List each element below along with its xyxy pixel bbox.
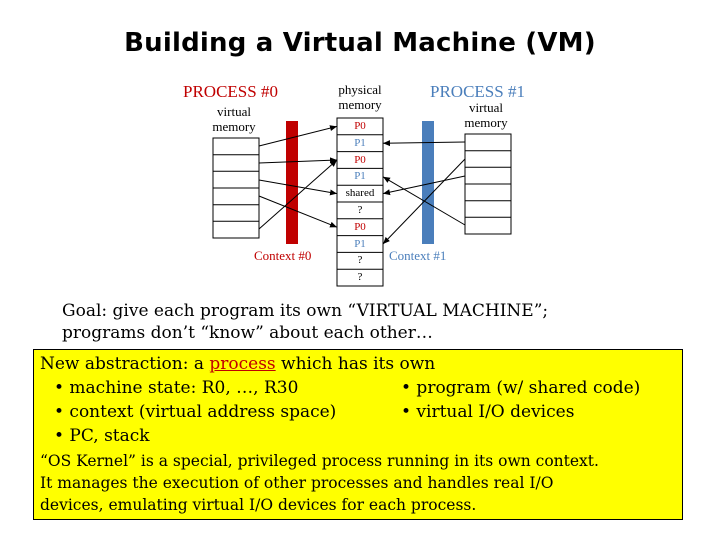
process0-label: PROCESS #0 bbox=[183, 82, 278, 101]
map-arrow-p1-c bbox=[382, 176, 466, 226]
goal-line-2: programs don’t “know” about each other… bbox=[62, 323, 433, 343]
diagram-canvas bbox=[212, 117, 512, 287]
physical-cell: ? bbox=[357, 271, 363, 284]
process0-virtual-memory bbox=[212, 137, 260, 239]
map-arrow-p0-b bbox=[258, 157, 338, 164]
physical-cell: P1 bbox=[354, 170, 366, 183]
process1-virtual-memory bbox=[464, 133, 512, 235]
map-arrow-p0-a bbox=[258, 125, 338, 147]
physical-memory-column bbox=[336, 117, 384, 287]
context0-label: Context #0 bbox=[254, 248, 312, 263]
context1-bar bbox=[422, 121, 434, 244]
physical-cell: shared bbox=[345, 187, 375, 200]
goal-line-1: Goal: give each program its own “VIRTUAL… bbox=[62, 301, 549, 321]
physical-cell: ? bbox=[357, 204, 363, 216]
goal-text: Goal: give each program its own “VIRTUAL… bbox=[62, 300, 548, 344]
process0-virtual-memory-label: virtual memory bbox=[212, 104, 256, 134]
bullet-virtual-io: • virtual I/O devices bbox=[401, 402, 575, 422]
process-term: process bbox=[209, 354, 276, 374]
map-arrow-p1-a bbox=[382, 140, 466, 147]
context0-bar bbox=[286, 121, 298, 244]
physical-cell: P0 bbox=[354, 220, 366, 233]
kernel-line-2: It manages the execution of other proces… bbox=[40, 474, 554, 492]
physical-cell: P1 bbox=[354, 237, 366, 250]
physical-cell: P0 bbox=[354, 153, 366, 166]
kernel-line-1: “OS Kernel” is a special, privileged pro… bbox=[40, 452, 599, 470]
physical-cell: P0 bbox=[354, 120, 366, 132]
physical-cell: P1 bbox=[354, 136, 366, 149]
map-arrow-p0-e bbox=[258, 195, 338, 228]
map-arrow-p0-c bbox=[258, 179, 338, 196]
process-abstraction-box: New abstraction: a process which has its… bbox=[33, 349, 683, 520]
slide-title: Building a Virtual Machine (VM) bbox=[124, 28, 596, 58]
map-arrow-p0-d bbox=[258, 159, 338, 230]
process1-label: PROCESS #1 bbox=[430, 82, 525, 101]
physical-memory-label: physical memory bbox=[338, 82, 382, 112]
bullet-context: • context (virtual address space) bbox=[54, 402, 337, 422]
kernel-line-3: devices, emulating virtual I/O devices f… bbox=[40, 496, 477, 514]
bullet-machine-state: • machine state: R0, …, R30 bbox=[54, 378, 299, 398]
box-intro: New abstraction: a process which has its… bbox=[40, 354, 436, 374]
bullet-program: • program (w/ shared code) bbox=[401, 378, 641, 398]
bullet-pc-stack: • PC, stack bbox=[54, 426, 150, 446]
process1-virtual-memory-label: virtual memory bbox=[464, 100, 508, 130]
map-arrow-p1-b bbox=[382, 158, 466, 245]
map-arrow-p1-d bbox=[382, 175, 466, 196]
context1-label: Context #1 bbox=[389, 248, 447, 263]
physical-cell: ? bbox=[357, 254, 363, 267]
